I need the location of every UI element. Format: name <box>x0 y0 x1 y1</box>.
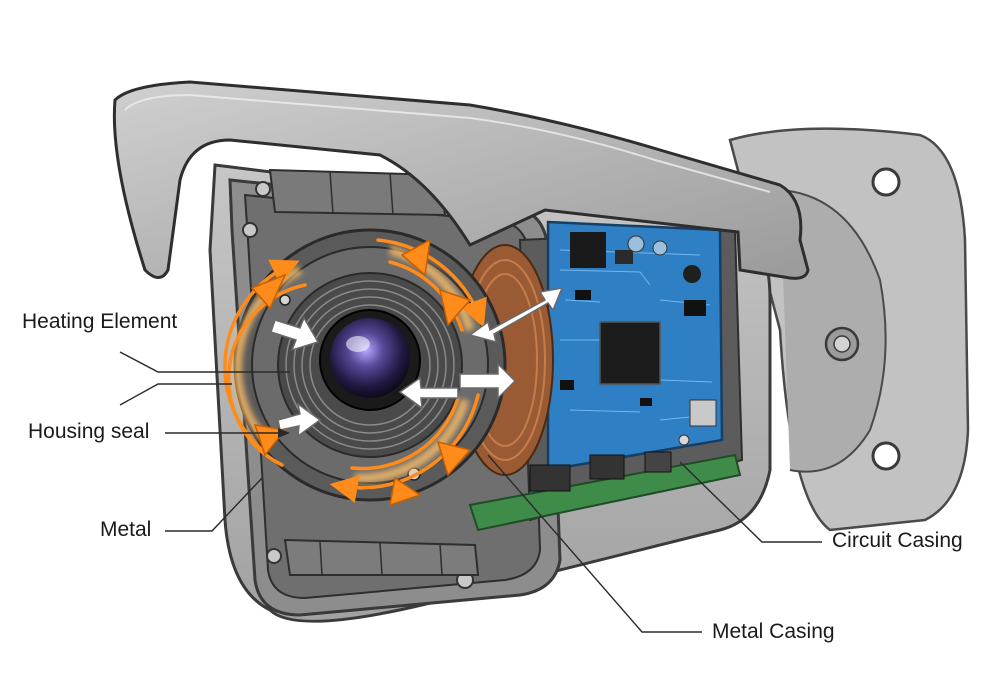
heat-arrow-icon <box>436 440 472 477</box>
airflow-arrows <box>270 287 564 438</box>
leader-line-metal-casing <box>487 454 702 633</box>
leader-line-heating-element <box>119 351 290 373</box>
airflow-arrow-icon <box>398 376 459 410</box>
label-heating-element: Heating Element <box>22 310 178 333</box>
label-metal: Metal <box>100 518 152 541</box>
leader-line-housing-seal <box>119 383 232 406</box>
heat-arrow-icon <box>389 476 422 507</box>
heat-arrow-icon <box>250 273 287 310</box>
leader-line-metal <box>165 477 263 532</box>
airflow-arrow-icon <box>270 316 320 352</box>
main-chip <box>599 321 661 385</box>
leader-line-circuit-casing <box>679 461 822 543</box>
mount-screw-hole-bottom <box>871 441 901 471</box>
airflow-arrow-icon <box>277 402 322 438</box>
label-metal-casing: Metal Casing <box>712 620 835 643</box>
heat-arrow-icon <box>438 288 472 327</box>
airflow-arrow-icon <box>468 287 564 344</box>
leader-lines <box>119 351 822 633</box>
label-circuit-casing: Circuit Casing <box>832 529 963 552</box>
mount-screw-hole-top <box>871 167 901 197</box>
heat-arrow-icon <box>400 238 431 277</box>
camera-lens <box>330 318 410 398</box>
airflow-arrow-icon <box>459 362 517 400</box>
sun-hood <box>112 80 810 280</box>
heating-element <box>223 238 487 507</box>
label-housing-seal: Housing seal <box>28 420 150 443</box>
